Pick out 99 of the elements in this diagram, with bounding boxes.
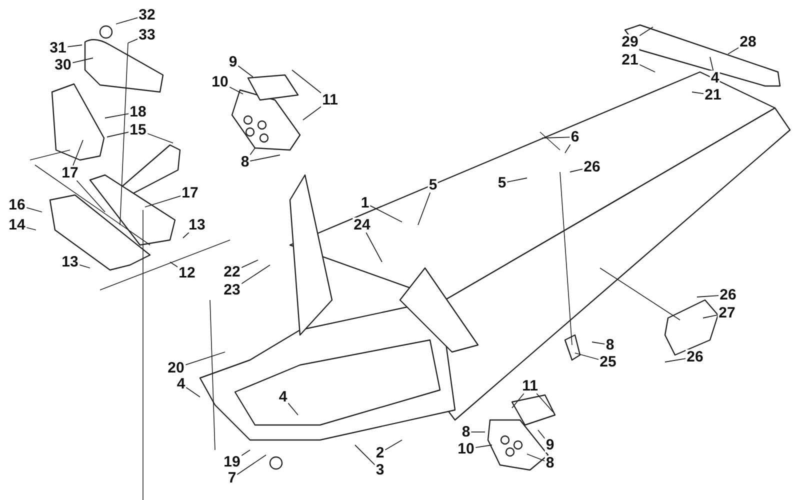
callout-number: 24 — [352, 218, 372, 232]
callout-number: 10 — [210, 74, 230, 90]
leader-line — [638, 26, 654, 36]
leader-line — [474, 444, 492, 448]
leader-line — [228, 86, 244, 94]
leader-line — [250, 148, 256, 156]
callout-number: 14 — [8, 218, 26, 232]
callout-number: 22 — [222, 264, 242, 280]
leader-line — [236, 454, 266, 475]
callout-number: 31 — [48, 40, 68, 56]
callout-number: 29 — [620, 34, 640, 50]
callout-number: 32 — [138, 8, 156, 22]
callout-number: 3 — [374, 462, 386, 478]
leader-line — [144, 195, 182, 208]
callout-number: 28 — [738, 34, 758, 50]
callout-number: 8 — [240, 154, 250, 170]
leader-line — [570, 168, 584, 172]
callout-number: 6 — [570, 130, 580, 144]
callout-number: 4 — [710, 70, 720, 86]
callout-number: 9 — [228, 54, 238, 70]
leader-line — [366, 232, 382, 262]
callout-number: 4 — [278, 390, 288, 404]
callout-number: 8 — [604, 338, 616, 352]
leader-line — [710, 56, 714, 71]
leader-line — [506, 178, 528, 182]
callout-number: 5 — [428, 178, 438, 192]
callout-number: 7 — [226, 470, 238, 486]
callout-number: 9 — [544, 438, 556, 452]
callout-number: 15 — [128, 122, 148, 138]
leader-line — [384, 440, 402, 450]
leader-line — [592, 342, 606, 345]
callout-number: 26 — [718, 288, 738, 302]
leader-line — [76, 180, 106, 212]
callout-number: 13 — [188, 218, 206, 232]
leader-line — [170, 262, 178, 268]
callout-number: 13 — [60, 254, 80, 270]
leader-line — [664, 358, 686, 362]
leader-line — [564, 144, 571, 154]
leader-line — [72, 140, 84, 166]
callout-number: 27 — [718, 306, 736, 320]
callout-number: 19 — [222, 454, 242, 470]
callout-number: 16 — [8, 198, 26, 212]
leader-line — [692, 92, 704, 94]
leader-line — [26, 207, 42, 212]
leader-line — [574, 352, 600, 360]
leader-line — [638, 64, 656, 72]
callout-number: 10 — [456, 442, 476, 456]
leader-line — [66, 44, 82, 48]
leader-line — [536, 393, 554, 412]
leader-line — [26, 227, 36, 230]
callout-number: 11 — [521, 378, 539, 394]
leader-line — [526, 454, 546, 462]
leader-line — [186, 387, 200, 398]
callout-number: 17 — [180, 186, 200, 200]
leader-line — [238, 65, 254, 78]
leader-line — [72, 58, 94, 64]
leader-line — [240, 450, 250, 456]
leader-line — [240, 264, 270, 284]
callout-number: 23 — [222, 282, 242, 298]
leader-line — [542, 136, 570, 138]
callout-number: 30 — [54, 58, 72, 72]
callout-number: 4 — [176, 376, 186, 392]
callout-number: 26 — [686, 350, 704, 364]
leader-line — [78, 264, 90, 268]
leader-line — [354, 444, 376, 466]
callout-number: 25 — [598, 354, 618, 370]
leader-line — [302, 106, 322, 120]
callout-number: 17 — [60, 166, 80, 180]
leader-line — [370, 205, 402, 222]
leader-line — [104, 113, 130, 118]
leader-line — [702, 314, 718, 318]
callout-number: 21 — [704, 88, 722, 102]
callout-number: 2 — [374, 446, 386, 460]
callout-number: 5 — [496, 176, 508, 190]
leader-line — [128, 38, 138, 44]
leader-line — [292, 70, 322, 94]
leader-line — [250, 154, 280, 162]
callout-number: 8 — [544, 456, 556, 470]
leader-line — [182, 232, 190, 238]
callout-number: 21 — [620, 52, 640, 68]
callout-number: 8 — [460, 424, 472, 440]
leader-line — [418, 192, 431, 226]
callout-number: 33 — [138, 28, 156, 42]
leader-line — [696, 295, 720, 298]
leader-line — [538, 430, 546, 439]
leader-line — [106, 132, 130, 138]
leader-line — [512, 393, 524, 408]
callout-number: 12 — [178, 266, 196, 280]
callout-number: 1 — [360, 196, 370, 210]
leader-line — [240, 260, 258, 268]
leader-line — [116, 17, 138, 24]
callout-number: 18 — [128, 104, 148, 120]
callout-number: 20 — [166, 360, 186, 376]
leader-line — [184, 352, 226, 366]
leader-line — [728, 47, 740, 54]
callout-number: 11 — [321, 92, 339, 108]
leader-line — [146, 133, 174, 144]
leader-line — [288, 402, 298, 416]
callout-number: 26 — [582, 160, 602, 174]
